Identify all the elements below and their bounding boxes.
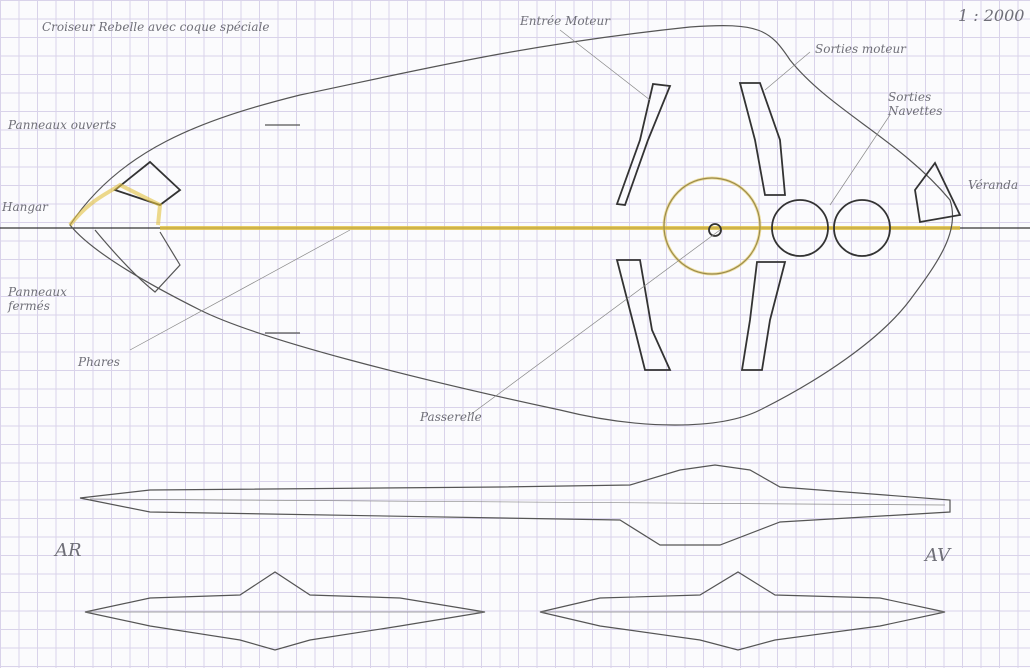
label-panneaux-fermes: Panneaux fermés [8, 285, 67, 313]
front-view [539, 571, 946, 651]
shuttle-bay-1 [771, 199, 829, 257]
label-phares: Phares [78, 355, 120, 369]
label-passerelle: Passerelle [420, 410, 482, 424]
scale-label: 1 : 2000 [958, 6, 1025, 25]
engine-exhaust-bottom [740, 261, 787, 371]
drawing-title: Croiseur Rebelle avec coque spéciale [42, 20, 270, 34]
panel-open [113, 160, 182, 207]
label-panneaux-ouverts: Panneaux ouverts [8, 118, 117, 132]
label-veranda: Véranda [968, 178, 1019, 192]
engine-exhaust-top [738, 82, 786, 196]
shuttle-bay-2 [833, 199, 891, 257]
panel-closed [94, 229, 181, 293]
engine-intake-bottom [615, 259, 672, 371]
label-entree-moteur: Entrée Moteur [520, 14, 610, 28]
label-av: AV [925, 545, 951, 566]
label-sorties-moteur: Sorties moteur [815, 42, 906, 56]
label-hangar: Hangar [2, 200, 48, 214]
engine-intake-top [615, 83, 672, 206]
hull-outline [69, 25, 954, 426]
label-sorties-navettes: Sorties Navettes [888, 90, 943, 118]
rear-view [84, 571, 486, 651]
side-view [79, 464, 951, 546]
label-ar: AR [55, 540, 82, 561]
veranda [914, 161, 962, 224]
